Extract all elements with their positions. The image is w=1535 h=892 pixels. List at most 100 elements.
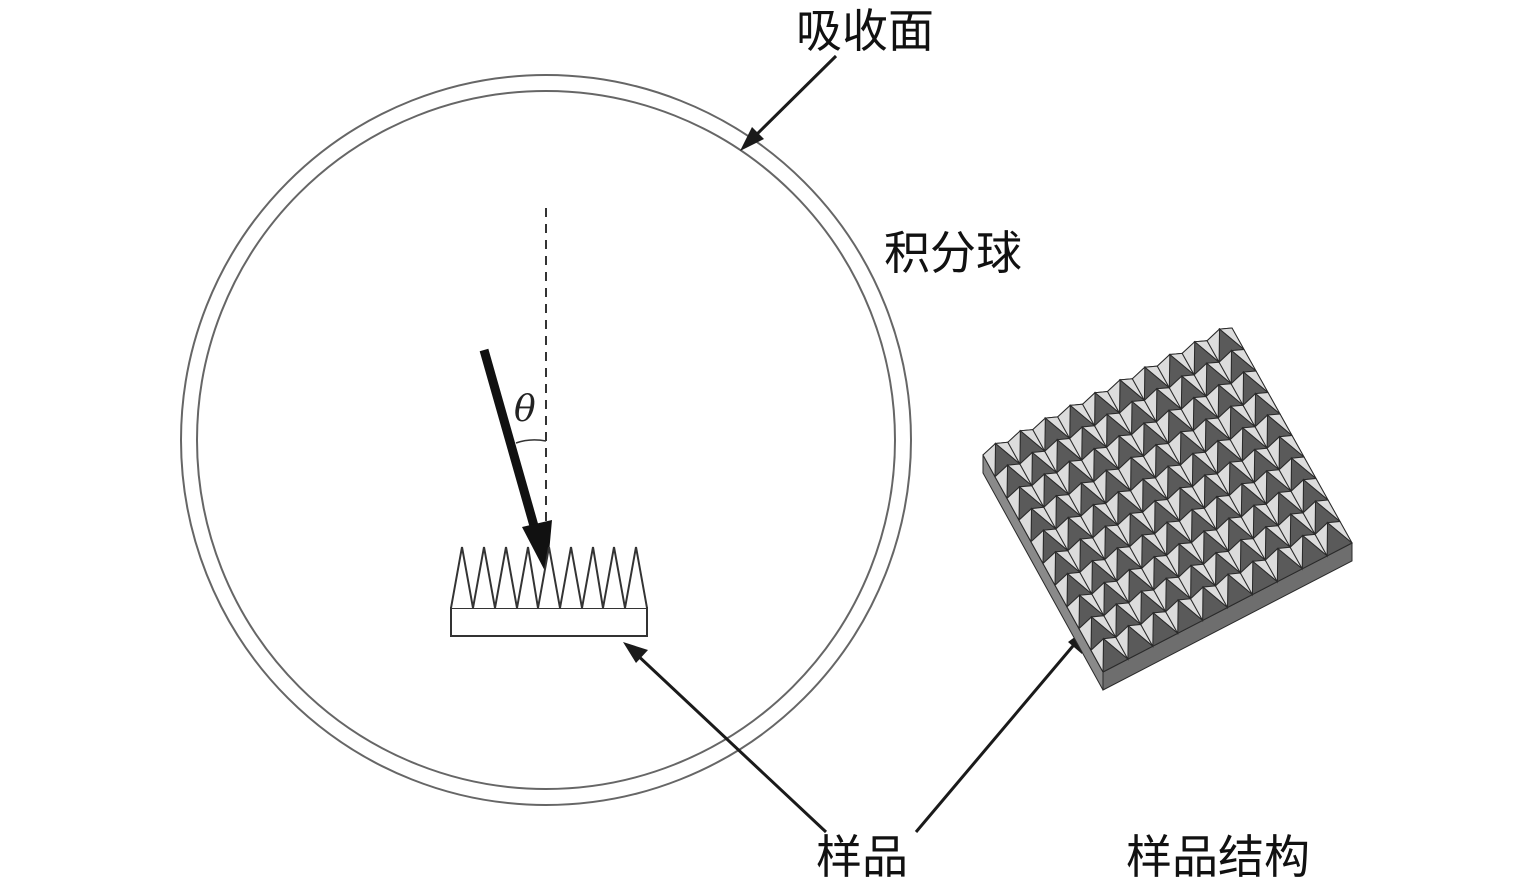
pyramid-face (1006, 485, 1021, 522)
pyramid-face (1069, 425, 1083, 463)
pyramid-face (1128, 590, 1142, 627)
pyramid-face (1057, 404, 1071, 441)
pyramid-face (1177, 564, 1192, 601)
pyramid-face (1290, 478, 1305, 515)
pyramid-face (1253, 469, 1268, 507)
pyramid-face (1252, 525, 1267, 562)
pyramid-face (1168, 374, 1183, 412)
pyramid-face (1030, 529, 1045, 566)
pyramid-face (1143, 387, 1158, 424)
pyramid-face (1230, 370, 1245, 408)
pyramid-face (1153, 577, 1167, 614)
pyramid-face (1193, 362, 1208, 399)
absorbing-surface-arrowhead (740, 127, 764, 151)
pyramid-face (1044, 438, 1058, 475)
pyramid-face (1229, 426, 1244, 463)
pyramid-face (1056, 460, 1070, 497)
pyramid-face (1117, 512, 1131, 549)
incident-beam-line (479, 348, 543, 542)
pyramid-face (1214, 573, 1229, 610)
pyramid-face (1067, 537, 1081, 575)
pyramid-face (1142, 443, 1157, 480)
pyramid-face (1242, 392, 1257, 429)
pyramid-face (1215, 517, 1230, 554)
pyramid-face (1239, 560, 1254, 597)
pyramid-face (1289, 534, 1304, 571)
pyramid-face (1264, 547, 1279, 584)
pyramid-face (1167, 430, 1182, 467)
pyramid-face (1106, 378, 1121, 415)
pyramid-face (1206, 327, 1221, 365)
absorbing-surface-arrow (746, 54, 838, 145)
sphere-inner-circle (196, 90, 896, 790)
pyramid-face (1081, 391, 1096, 428)
pyramid-face (1178, 508, 1193, 545)
pyramid-face (1068, 481, 1082, 519)
pyramid-face (1079, 559, 1093, 596)
pyramid-face (1266, 435, 1281, 472)
pyramid-face (1140, 611, 1154, 649)
pyramid-face (1066, 594, 1081, 631)
pyramid-face (1116, 568, 1130, 605)
sample-structure-pyramid-array (982, 327, 1353, 691)
pyramid-face (1254, 413, 1269, 451)
sphere-outer-circle (180, 74, 912, 806)
pyramid-face (1129, 477, 1144, 515)
sample-in-sphere (450, 546, 648, 637)
sample-pointer-arrow (632, 650, 828, 834)
pyramid-face (1007, 429, 1021, 466)
pyramid-face (1181, 340, 1196, 377)
pyramid-face (1081, 447, 1095, 484)
pyramid-face (1155, 409, 1170, 446)
pyramid-face (1055, 516, 1069, 553)
pyramid-face (1277, 512, 1292, 550)
pyramid-face (1278, 457, 1293, 494)
pyramid-face (1154, 465, 1169, 502)
absorbing-surface-label: 吸收面 (796, 4, 934, 58)
pyramid-face (1018, 507, 1033, 544)
pyramid-face (1090, 637, 1105, 674)
pyramid-face (1190, 529, 1205, 567)
pyramid-face (1203, 495, 1218, 532)
pyramid-face (1191, 473, 1206, 511)
pyramid-face (1093, 469, 1107, 506)
pyramid-face (1216, 461, 1231, 498)
sample-structure-label: 样品结构 (1126, 830, 1310, 884)
pyramid-face (1092, 525, 1106, 562)
pyramid-face (1105, 434, 1120, 471)
pyramid-face (1093, 413, 1108, 450)
pyramid-face (1129, 533, 1143, 571)
pyramid-face (1042, 550, 1057, 588)
pyramid-face (1031, 472, 1045, 510)
pyramid-face (1180, 396, 1195, 433)
pyramid-face (1103, 602, 1117, 640)
pyramid-face (1314, 521, 1329, 558)
pyramid-face (1153, 521, 1168, 558)
pyramid-face (1241, 448, 1256, 485)
pyramid-face (1043, 494, 1057, 531)
sample-structure-pointer-arrow (914, 639, 1080, 833)
pyramid-face (1192, 418, 1207, 455)
pyramid-face (1091, 581, 1105, 618)
pyramid-face (1227, 538, 1242, 575)
pyramid-face (1218, 349, 1233, 386)
theta-label: θ (514, 389, 536, 430)
pyramid-face (1105, 490, 1119, 527)
pyramid-face (1228, 482, 1243, 519)
integrating-sphere-label: 积分球 (884, 226, 1022, 280)
pyramid-face (982, 442, 997, 479)
pyramid-face (1141, 555, 1155, 592)
sample-label: 样品 (816, 830, 908, 884)
pyramid-face (1104, 546, 1118, 584)
sample-spikes (450, 546, 648, 609)
pyramid-face (1205, 383, 1220, 420)
pyramid-face (1165, 542, 1180, 580)
pyramid-face (1032, 416, 1046, 454)
pyramid-face (1080, 503, 1094, 540)
pyramid-face (1189, 585, 1204, 623)
pyramid-face (1240, 504, 1255, 541)
pyramid-face (1141, 499, 1156, 536)
pyramid-face (1078, 615, 1093, 653)
pyramid-face (1217, 405, 1232, 442)
